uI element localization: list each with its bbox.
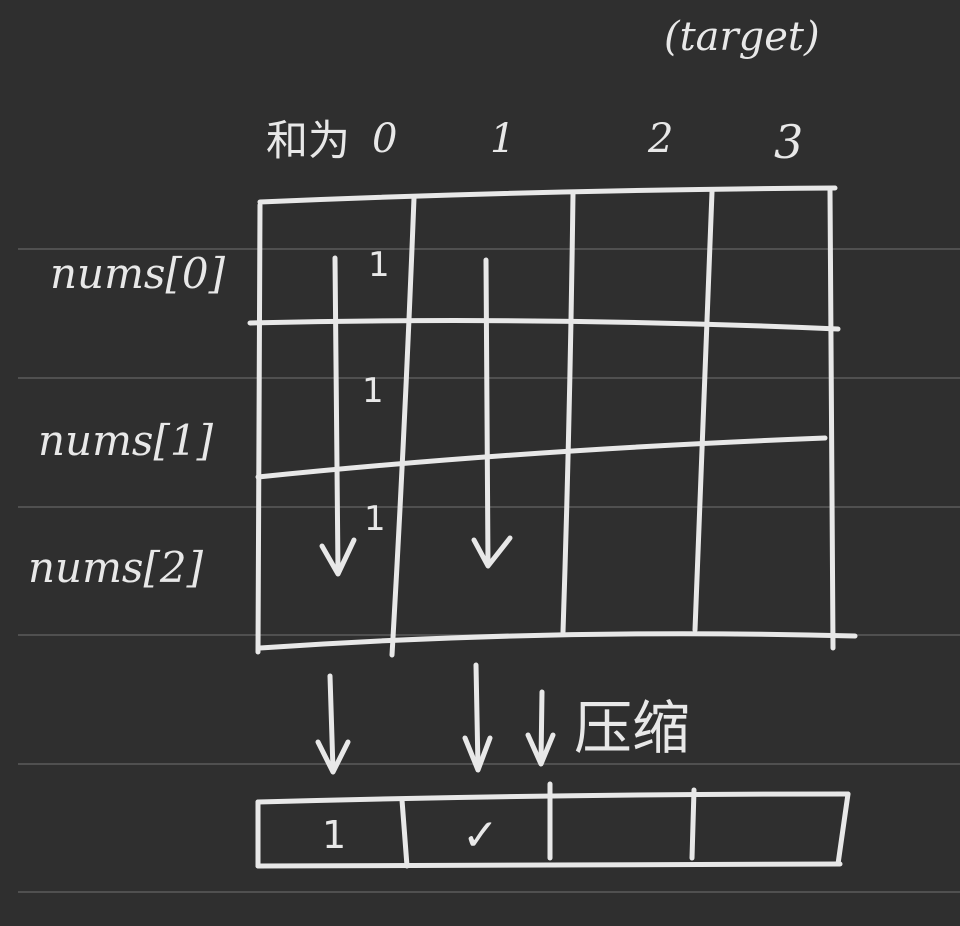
table-row-divider xyxy=(255,435,828,480)
array-divider xyxy=(399,797,410,869)
table-arrow-col-0 xyxy=(319,255,357,577)
table-top-border xyxy=(257,185,838,205)
arrow-shaft xyxy=(538,689,545,765)
arrow-head-icon xyxy=(315,739,351,775)
row-label-nums-0: nums[0] xyxy=(50,249,226,298)
cell-value-row-2: 1 xyxy=(364,499,386,539)
column-header-0: 0 xyxy=(372,116,397,162)
array-cell-0: 1 xyxy=(322,813,346,857)
arrow-shaft xyxy=(483,257,491,568)
row-label-nums-2: nums[2] xyxy=(28,543,204,592)
sum-label: 和为 xyxy=(266,116,350,165)
table-column-divider xyxy=(255,202,263,655)
arrow-shaft xyxy=(327,673,336,773)
column-header-3: 3 xyxy=(774,115,803,169)
compress-arrow-1 xyxy=(315,673,351,775)
cell-value-row-1: 1 xyxy=(362,371,384,411)
table-row-divider xyxy=(247,318,841,332)
arrow-head-icon xyxy=(471,535,513,569)
arrow-shaft xyxy=(332,255,341,575)
array-cell-1-check-icon: ✓ xyxy=(462,810,499,861)
cell-value-row-0: 1 xyxy=(368,245,390,285)
array-bottom-border xyxy=(255,861,843,869)
column-header-2: 2 xyxy=(647,116,673,162)
arrow-shaft xyxy=(473,662,481,771)
column-header-1: 1 xyxy=(490,116,515,162)
row-label-nums-1: nums[1] xyxy=(38,416,214,465)
compress-label: 压缩 xyxy=(574,694,690,762)
table-arrow-col-1 xyxy=(471,257,513,569)
table-column-divider xyxy=(560,191,576,635)
table-column-divider xyxy=(389,195,417,658)
arrow-head-icon xyxy=(462,735,493,773)
table-bottom-border xyxy=(257,631,858,651)
array-divider xyxy=(835,791,851,867)
array-top-border xyxy=(255,791,851,805)
target-label: (target) xyxy=(664,14,820,60)
dp-table xyxy=(247,185,858,658)
table-column-divider xyxy=(692,189,715,633)
array-divider xyxy=(689,787,697,861)
compress-arrow-2 xyxy=(462,662,493,773)
table-column-divider xyxy=(827,187,836,651)
arrow-head-icon xyxy=(319,537,357,577)
compress-arrow-3 xyxy=(525,689,556,767)
arrow-head-icon xyxy=(525,732,556,767)
compressed-array: 1 ✓ xyxy=(255,781,851,869)
